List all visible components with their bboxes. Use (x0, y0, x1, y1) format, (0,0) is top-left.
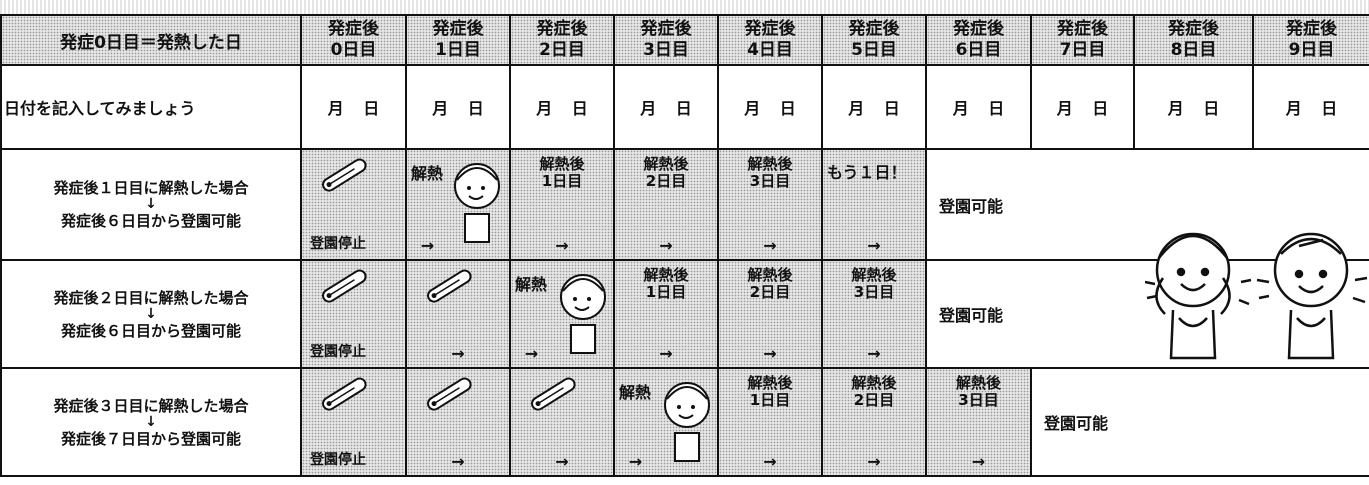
header-first-cell: 発症0日目＝発熱した日 (0, 14, 302, 66)
happy-children-icon (1145, 232, 1368, 360)
case-row-3: 発症後３日目に解熱した場合 ↓ 発症後７日目から登園可能 登園停止 → → 解熱 (0, 367, 1369, 477)
case-3-ok: 登園可能 (1030, 367, 1369, 477)
stop-label: 登園停止 (310, 344, 366, 360)
date-cell-0[interactable]: 月 日 (300, 64, 407, 150)
thermometer-icon (322, 269, 367, 303)
date-row-label: 日付を記入してみましょう (0, 64, 302, 150)
date-cell-3[interactable]: 月 日 (613, 64, 719, 150)
case-2-day-0: 登園停止 (300, 259, 407, 369)
child-face-icon (664, 382, 710, 462)
case-2-day-1: → (405, 259, 511, 369)
top-strip (0, 0, 1369, 16)
thermometer-icon (427, 377, 472, 411)
child-face-icon (560, 274, 606, 354)
case-2-label: 発症後２日目に解熱した場合 ↓ 発症後６日目から登園可能 (0, 259, 302, 369)
case-row-1: 発症後１日目に解熱した場合 ↓ 発症後６日目から登園可能 登園停止 解熱 → 解… (0, 148, 1369, 261)
case-1-day-0: 登園停止 (300, 148, 407, 261)
stop-label: 登園停止 (310, 236, 366, 252)
date-cell-9[interactable]: 月 日 (1252, 64, 1369, 150)
stop-label: 登園停止 (310, 452, 366, 468)
case-1-day-1: 解熱 → (405, 148, 511, 261)
date-row: 日付を記入してみましょう 月 日 月 日 月 日 月 日 月 日 月 日 月 日… (0, 64, 1369, 150)
thermometer-icon (531, 377, 576, 411)
case-1-day-5: もう１日！ → (821, 148, 927, 261)
case-3-day-2: → (509, 367, 615, 477)
thermometer-icon (427, 269, 472, 303)
date-cell-1[interactable]: 月 日 (405, 64, 511, 150)
date-cell-5[interactable]: 月 日 (821, 64, 927, 150)
date-cell-6[interactable]: 月 日 (925, 64, 1032, 150)
case-2-day-2: 解熱 → (509, 259, 615, 369)
fever-down-label: 解熱 (411, 164, 444, 183)
date-cell-7[interactable]: 月 日 (1030, 64, 1135, 150)
child-face-icon (454, 163, 500, 243)
case-3-day-1: → (405, 367, 511, 477)
thermometer-icon (322, 158, 367, 192)
thermometer-icon (322, 377, 367, 411)
date-cell-4[interactable]: 月 日 (717, 64, 823, 150)
fever-down-label: 解熱 (515, 275, 548, 294)
fever-down-label: 解熱 (619, 383, 652, 402)
case-3-day-0: 登園停止 (300, 367, 407, 477)
date-cell-2[interactable]: 月 日 (509, 64, 615, 150)
date-cell-8[interactable]: 月 日 (1133, 64, 1254, 150)
case-3-day-3: 解熱 → (613, 367, 719, 477)
case-3-label: 発症後３日目に解熱した場合 ↓ 発症後７日目から登園可能 (0, 367, 302, 477)
case-1-label: 発症後１日目に解熱した場合 ↓ 発症後６日目から登園可能 (0, 148, 302, 261)
one-more-day: もう１日！ (827, 163, 907, 182)
